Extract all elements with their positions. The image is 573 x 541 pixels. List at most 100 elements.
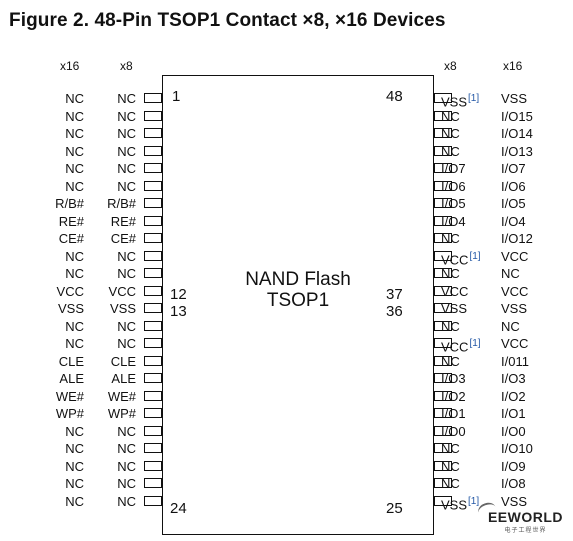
pin-27-x8-text: NC	[441, 458, 460, 474]
pin-45-x8-text: NC	[441, 143, 460, 159]
pin-24-lead	[144, 495, 162, 506]
pin-39-x16-label: VCC	[501, 248, 529, 264]
pin-43-x16-label: I/O6	[501, 178, 526, 194]
pin-45-lead	[434, 145, 452, 156]
pin-39-x8-label: VCC[1]	[441, 249, 481, 267]
pin-15-x16-label: NC	[65, 336, 84, 351]
pin-row-right-45: NC I/O13	[434, 143, 573, 160]
pin-22-x8-label: NC	[117, 458, 136, 474]
pin-row-left-8: RE#RE#	[0, 213, 162, 230]
pin-43-x8-text: I/O6	[441, 178, 466, 194]
pin-number-37: 37	[386, 286, 403, 303]
header-right-x16: x16	[503, 59, 523, 73]
pin-row-right-31: I/O2 I/O2	[434, 388, 573, 405]
pin-41-lead	[434, 215, 452, 226]
chip-body: NAND Flash TSOP1	[162, 75, 434, 535]
pin-5-lead	[144, 163, 162, 173]
pin-10-lead	[144, 250, 162, 261]
pin-43-lead	[434, 180, 452, 191]
pin-row-left-14: NC NC	[0, 318, 162, 335]
pin-14-x16-label: NC	[65, 318, 84, 334]
pin-18-lead	[144, 390, 162, 401]
pin-14-x8-label: NC	[117, 318, 136, 334]
pin-20-x8-label: NC	[117, 423, 136, 439]
header-right-x8: x8	[444, 59, 457, 73]
pin-44-x16-label: I/O7	[501, 161, 526, 176]
pin-36-lead	[434, 303, 452, 313]
pin-31-x16-label: I/O2	[501, 388, 526, 404]
pin-36-x16-label: VSS	[501, 301, 528, 316]
pin-38-x16-label: NC	[501, 266, 520, 281]
pin-2-lead	[144, 110, 162, 121]
pin-row-right-40: NC I/O12	[434, 230, 573, 247]
pin-19-lead	[144, 408, 162, 418]
pin-44-x8-label: I/O7	[441, 161, 466, 176]
pin-27-x8-label: NC	[441, 459, 460, 474]
chip-name-line2: TSOP1	[266, 290, 330, 311]
pin-9-x8-label: CE#	[110, 231, 136, 246]
pin-25-x16-label: VSS	[501, 493, 528, 509]
header-left-x8: x8	[120, 59, 133, 73]
pin-24-x8-label: NC	[117, 493, 136, 509]
pin-14-lead	[144, 320, 162, 331]
pin-37-x16-label: VCC	[501, 283, 529, 299]
pin-1-lead	[144, 93, 162, 103]
pin-42-x8-label: I/O5	[441, 196, 466, 211]
pin-41-x16-label: I/O4	[501, 213, 526, 229]
pin-17-lead	[144, 373, 162, 383]
pin-45-x8-label: NC	[441, 144, 460, 159]
pin-19-x8-label: WP#	[107, 406, 136, 421]
pin-48-x8-text: VSS	[441, 94, 468, 110]
pin-45-x16-label: I/O13	[501, 143, 533, 159]
pin-8-lead	[144, 215, 162, 226]
pin-34-x8-text: VCC	[441, 339, 469, 355]
pin-8-x16-label: RE#	[58, 213, 84, 229]
pin-row-left-19: WP#WP#	[0, 405, 162, 422]
pin-34-x16-label: VCC	[501, 336, 529, 351]
pin-25-x8-label: VSS[1]	[441, 494, 479, 512]
pin-31-lead	[434, 390, 452, 401]
pin-18-x16-label: WE#	[55, 388, 84, 404]
pin-28-x8-text: NC	[441, 441, 460, 456]
pin-40-x8-text: NC	[441, 231, 460, 246]
pin-9-x16-label: CE#	[58, 231, 84, 246]
pin-31-x8-text: I/O2	[441, 388, 466, 404]
pin-41-x8-text: I/O4	[441, 213, 466, 229]
pin-36-x8-text: VSS	[441, 301, 468, 316]
pin-29-x8-label: I/O0	[441, 424, 466, 439]
pin-row-right-34: VCC[1]VCC	[434, 335, 573, 355]
pin-7-x16-label: R/B#	[55, 196, 84, 211]
pin-24-x16-label: NC	[65, 493, 84, 509]
pin-row-left-18: WE#WE#	[0, 388, 162, 405]
pin-47-x8-label: NC	[441, 109, 460, 124]
pin-25-x8-text: VSS	[441, 496, 468, 512]
pin-row-right-43: I/O6 I/O6	[434, 178, 573, 195]
pin-46-x8-text: NC	[441, 126, 460, 141]
pin-30-lead	[434, 408, 452, 418]
pin-32-x8-label: I/O3	[441, 371, 466, 386]
pin-13-x16-label: VSS	[57, 301, 84, 316]
pin-3-lead	[144, 128, 162, 138]
pin-10-x16-label: NC	[65, 248, 84, 264]
pin-row-left-9: CE# CE#	[0, 230, 162, 247]
pin-30-x8-label: I/O1	[441, 406, 466, 421]
pin-26-x8-text: NC	[441, 476, 460, 491]
pin-40-x16-label: I/O12	[501, 231, 533, 246]
pin-41-x8-label: I/O4	[441, 214, 466, 229]
watermark-brand: EEWORLD	[487, 509, 563, 525]
pin-row-right-39: VCC[1] VCC	[434, 248, 573, 267]
pin-6-x8-label: NC	[117, 178, 136, 194]
pin-42-x8-text: I/O5	[441, 196, 466, 211]
pin-31-x8-label: I/O2	[441, 389, 466, 404]
